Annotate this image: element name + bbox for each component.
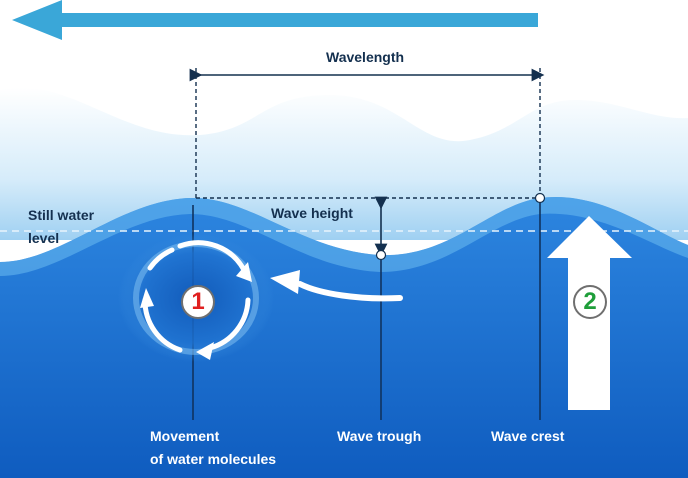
movement-label-line2: of water molecules xyxy=(150,451,277,467)
still-water-label-line2: level xyxy=(28,230,60,246)
movement-label-line1: Movement xyxy=(150,428,220,444)
wavelength-label: Wavelength xyxy=(326,49,405,65)
crest-point xyxy=(534,192,546,204)
marker-one-badge: 1 xyxy=(181,285,215,319)
trough-point xyxy=(375,249,387,261)
wave-crest-label: Wave crest xyxy=(491,428,565,444)
arrow-up-icon xyxy=(547,216,632,410)
still-water-label-line1: Still water xyxy=(28,207,95,223)
marker-two-badge: 2 xyxy=(573,285,607,319)
arrow-left-icon xyxy=(12,0,538,40)
flow-arrow-icon xyxy=(270,270,403,302)
wave-trough-label: Wave trough xyxy=(337,428,422,444)
wave-height-label: Wave height xyxy=(271,205,353,221)
water-surface-highlight xyxy=(0,196,688,276)
